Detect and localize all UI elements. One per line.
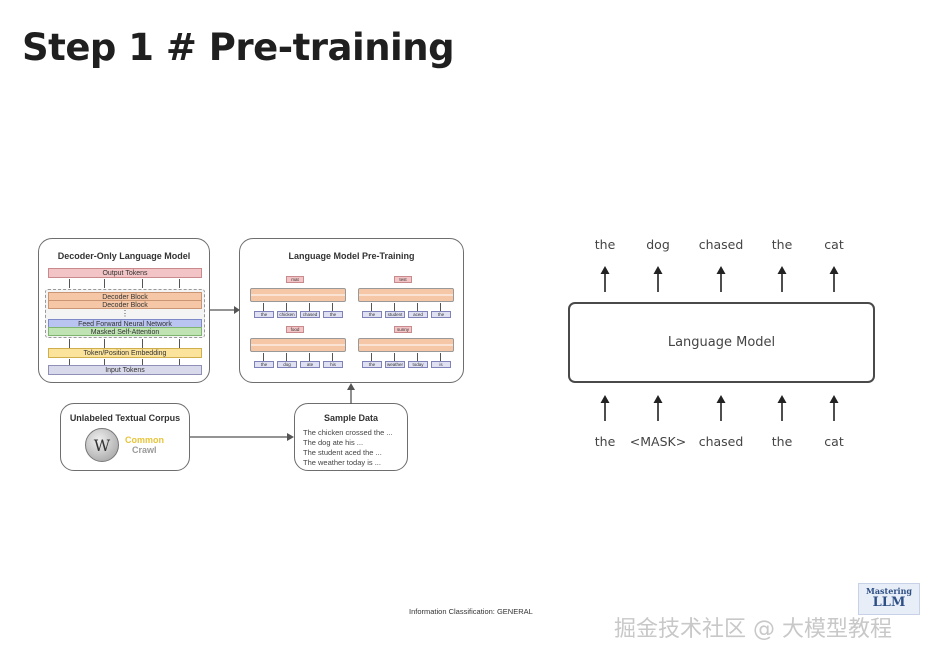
wikipedia-globe-icon: W	[85, 428, 119, 462]
language-model-box: Language Model	[568, 302, 875, 383]
sample-line-3: The student aced the ...	[303, 448, 382, 457]
arrow-model-to-pretraining	[210, 306, 240, 314]
predicted-token: mat	[286, 276, 304, 283]
common-crawl-line2: Crawl	[132, 445, 157, 455]
mastering-llm-badge: Mastering LLM	[858, 583, 920, 615]
arrow-sample-to-pretraining	[347, 383, 355, 404]
predicted-token: sunny	[394, 326, 412, 333]
input-arrow	[600, 395, 610, 421]
panel-input-token: the	[362, 311, 382, 318]
input-tokens-bar: Input Tokens	[48, 365, 202, 375]
output-word: the	[594, 237, 616, 252]
output-word: chased	[698, 237, 744, 252]
decoder-block-2: Decoder Block	[48, 300, 202, 309]
predicted-token: food	[286, 326, 304, 333]
badge-line-2: LLM	[872, 595, 906, 610]
input-word: the	[594, 434, 616, 449]
output-arrow	[716, 266, 726, 292]
panel-input-token: today	[408, 361, 428, 368]
input-word: cat	[824, 434, 844, 449]
panel-decoder-stack	[250, 338, 346, 352]
panel-decoder-stack	[250, 288, 346, 302]
language-model-label: Language Model	[667, 335, 776, 350]
stack-dots: ⋮	[121, 309, 129, 318]
masked-attention-bar: Masked Self-Attention	[48, 327, 202, 336]
sample-line-2: The dog ate his ...	[303, 438, 364, 447]
output-tokens-bar: Output Tokens	[48, 268, 202, 278]
panel-input-token: the	[431, 311, 451, 318]
input-arrow	[777, 395, 787, 421]
panel-decoder-stack	[358, 288, 454, 302]
corpus-box: Unlabeled Textual Corpus W Common Crawl	[60, 403, 190, 471]
sample-data-title: Sample Data	[323, 413, 379, 423]
panel-input-token: ate	[300, 361, 320, 368]
panel-input-token: the	[254, 361, 274, 368]
panel-input-token: the	[323, 311, 343, 318]
classification-footer: Information Classification: GENERAL	[409, 607, 533, 616]
common-crawl-line1: Common	[125, 435, 164, 445]
panel-input-token: his	[323, 361, 343, 368]
panel-input-token: chicken	[277, 311, 297, 318]
panel-decoder-stack	[358, 338, 454, 352]
sample-line-1: The chicken crossed the ...	[303, 428, 393, 437]
pretraining-box-title: Language Model Pre-Training	[288, 251, 415, 261]
output-arrow	[829, 266, 839, 292]
arrow-corpus-to-sample	[190, 433, 294, 441]
input-word: the	[771, 434, 793, 449]
input-word: chased	[698, 434, 744, 449]
input-word: <MASK>	[629, 434, 687, 449]
output-arrow	[777, 266, 787, 292]
badge-line-1: Mastering	[866, 586, 912, 596]
decoder-box-title: Decoder-Only Language Model	[57, 251, 191, 261]
panel-input-token: the	[254, 311, 274, 318]
decoder-only-model-box: Decoder-Only Language Model Output Token…	[38, 238, 210, 383]
output-word: cat	[824, 237, 844, 252]
panel-input-token: dog	[277, 361, 297, 368]
panel-input-token: weather	[385, 361, 405, 368]
watermark-text: 掘金技术社区 @ 大模型教程	[614, 617, 892, 642]
panel-input-token: the	[362, 361, 382, 368]
input-arrow	[716, 395, 726, 421]
output-word: the	[771, 237, 793, 252]
output-arrow	[653, 266, 663, 292]
input-arrow	[829, 395, 839, 421]
panel-input-token: is	[431, 361, 451, 368]
panel-input-token: student	[385, 311, 405, 318]
output-word: dog	[646, 237, 670, 252]
output-arrow	[600, 266, 610, 292]
embedding-bar: Token/Position Embedding	[48, 348, 202, 358]
input-arrow	[653, 395, 663, 421]
panel-input-token: aced	[408, 311, 428, 318]
predicted-token: test	[394, 276, 412, 283]
corpus-box-title: Unlabeled Textual Corpus	[69, 413, 181, 423]
sample-data-box: Sample Data The chicken crossed the ... …	[294, 403, 408, 471]
sample-line-4: The weather today is ...	[303, 458, 381, 467]
slide-title: Step 1 # Pre-training	[22, 26, 455, 69]
panel-input-token: chased	[300, 311, 320, 318]
